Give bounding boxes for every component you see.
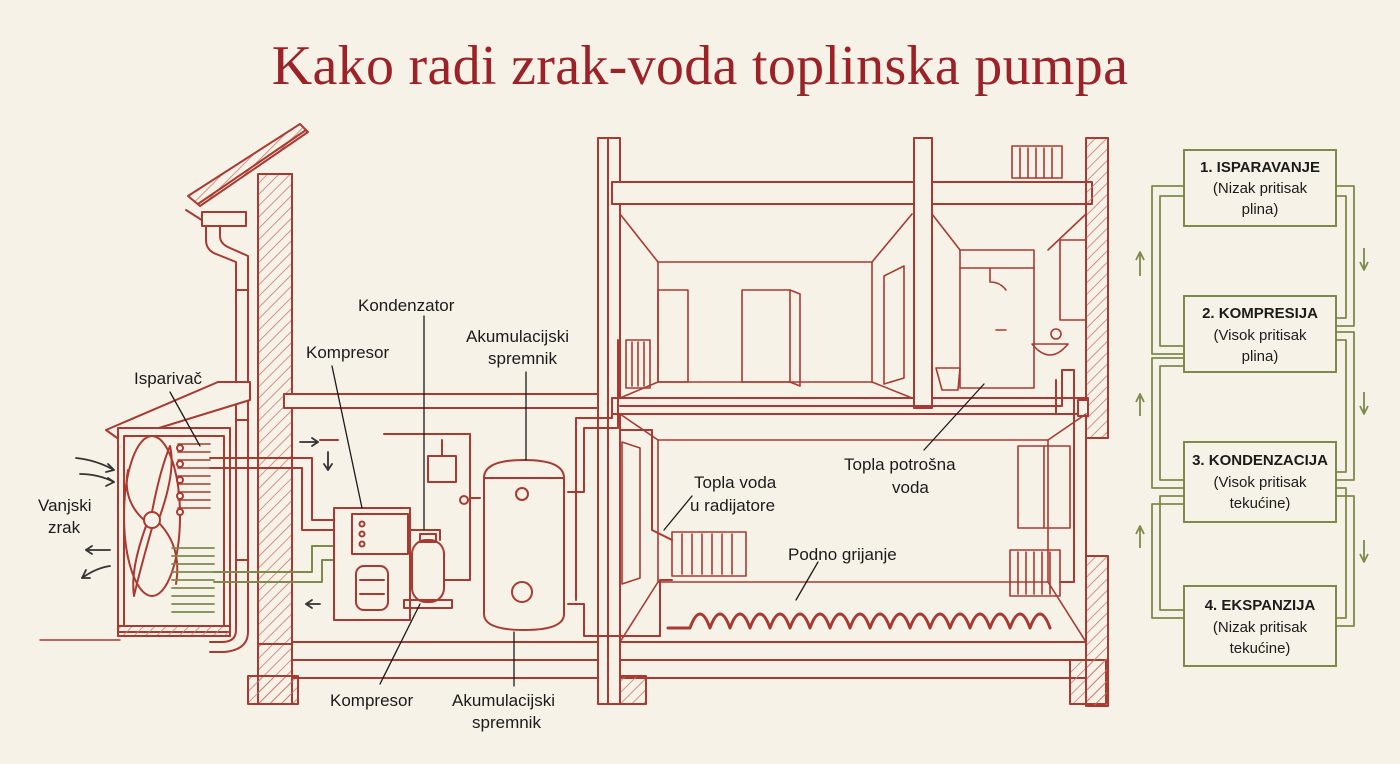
label-outside-air-2: zrak	[48, 518, 81, 537]
bathroom	[931, 145, 1087, 391]
cycle-step-line1: (Visok pritisak	[1213, 474, 1307, 491]
refrigerant-cycle: 1. ISPARAVANJE (Nizak pritisak plina) 2.…	[1135, 149, 1369, 667]
labels: Isparivač Vanjski zrak Kompresor Kondenz…	[38, 296, 956, 732]
indoor-unit	[319, 433, 481, 621]
label-tank-top-1: Akumulacijski	[466, 327, 569, 346]
heating-pipes	[567, 339, 1075, 637]
refrigerant-lines	[209, 457, 335, 583]
underfloor-heating	[666, 612, 1052, 630]
label-radiator-water-2: u radijatore	[690, 496, 775, 515]
label-underfloor: Podno grijanje	[788, 545, 897, 564]
cycle-step-title: 4. EKSPANZIJA	[1205, 597, 1316, 614]
label-hot-water-1: Topla potrošna	[844, 455, 956, 474]
roof-eave	[185, 123, 309, 227]
radiator	[625, 339, 747, 577]
storage-tank	[483, 459, 565, 631]
label-outside-air-1: Vanjski	[38, 496, 92, 515]
outdoor-unit	[105, 381, 251, 637]
condenser-cylinder	[403, 533, 453, 609]
ground-room	[619, 413, 1087, 643]
label-compressor-bottom: Kompresor	[330, 691, 413, 710]
label-condenser: Kondenzator	[358, 296, 455, 315]
cycle-step-line1: (Visok pritisak	[1213, 327, 1307, 344]
cycle-step-line2: tekućine)	[1230, 640, 1291, 657]
outside-air-arrows	[75, 437, 333, 609]
cycle-step-title: 3. KONDENZACIJA	[1192, 452, 1328, 469]
label-tank-top-2: spremnik	[488, 349, 557, 368]
compressor-icon	[355, 565, 389, 611]
label-hot-water-2: voda	[892, 478, 929, 497]
label-compressor-top: Kompresor	[306, 343, 389, 362]
cycle-step-line1: (Nizak pritisak	[1213, 619, 1308, 636]
exterior-wall	[247, 173, 299, 705]
cycle-step: 1. ISPARAVANJE (Nizak pritisak plina)	[1183, 149, 1337, 227]
upper-room	[619, 213, 913, 399]
label-radiator-water-1: Topla voda	[694, 473, 777, 492]
cycle-step-title: 2. KOMPRESIJA	[1202, 305, 1318, 322]
cycle-step-line2: plina)	[1242, 348, 1279, 365]
house-walls	[283, 137, 1109, 707]
diagram-title: Kako radi zrak-voda toplinska pumpa	[271, 35, 1129, 97]
callouts	[169, 315, 985, 687]
label-tank-bottom-1: Akumulacijski	[452, 691, 555, 710]
label-tank-bottom-2: spremnik	[472, 713, 541, 732]
cycle-step-line2: plina)	[1242, 201, 1279, 218]
cycle-step: 4. EKSPANZIJA (Nizak pritisak tekućine)	[1183, 585, 1337, 667]
downpipe	[205, 225, 249, 653]
label-evaporator: Isparivač	[134, 369, 203, 388]
cycle-step-line2: tekućine)	[1230, 495, 1291, 512]
cycle-step-line1: (Nizak pritisak	[1213, 180, 1308, 197]
cycle-step: 3. KONDENZACIJA (Visok pritisak tekućine…	[1183, 441, 1337, 523]
cycle-step-title: 1. ISPARAVANJE	[1200, 159, 1320, 176]
cycle-step: 2. KOMPRESIJA (Visok pritisak plina)	[1183, 295, 1337, 373]
